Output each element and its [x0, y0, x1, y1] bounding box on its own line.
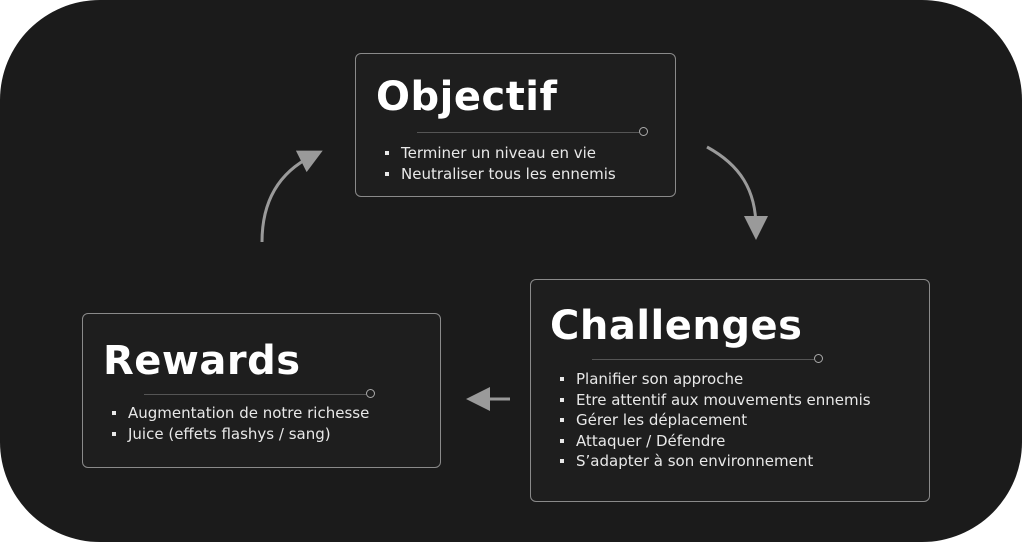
- arrow-rewards-to-objectif: [260, 150, 323, 243]
- objectif-title: Objectif: [376, 74, 558, 120]
- list-item: Gérer les déplacement: [559, 410, 871, 431]
- challenges-list: Planifier son approche Etre attentif aux…: [559, 369, 871, 472]
- challenges-card: Challenges Planifier son approche Etre a…: [530, 279, 930, 502]
- divider-dot-icon: [814, 354, 823, 363]
- list-item: Neutraliser tous les ennemis: [384, 164, 616, 185]
- rewards-list: Augmentation de notre richesse Juice (ef…: [111, 403, 369, 444]
- rewards-divider: [144, 394, 366, 395]
- list-item: Planifier son approche: [559, 369, 871, 390]
- list-item: Attaquer / Défendre: [559, 431, 871, 452]
- list-item: Augmentation de notre richesse: [111, 403, 369, 424]
- challenges-title: Challenges: [550, 303, 803, 349]
- objectif-card: Objectif Terminer un niveau en vie Neutr…: [355, 53, 676, 197]
- divider-dot-icon: [366, 389, 375, 398]
- challenges-divider: [592, 359, 814, 360]
- objectif-divider: [417, 132, 639, 133]
- arrow-objectif-to-challenges: [706, 145, 768, 240]
- objectif-list: Terminer un niveau en vie Neutraliser to…: [384, 143, 616, 184]
- rewards-title: Rewards: [103, 338, 301, 384]
- divider-dot-icon: [639, 127, 648, 136]
- list-item: Etre attentif aux mouvements ennemis: [559, 390, 871, 411]
- list-item: Terminer un niveau en vie: [384, 143, 616, 164]
- rewards-card: Rewards Augmentation de notre richesse J…: [82, 313, 441, 468]
- list-item: S’adapter à son environnement: [559, 451, 871, 472]
- list-item: Juice (effets flashys / sang): [111, 424, 369, 445]
